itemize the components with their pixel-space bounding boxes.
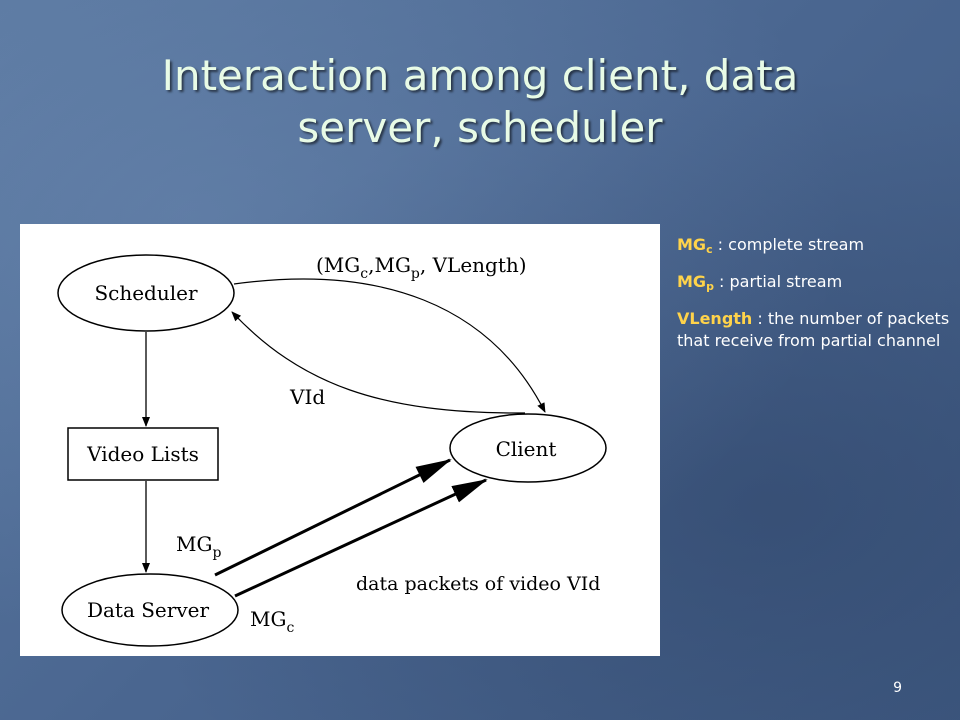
legend-key: MGc — [677, 235, 713, 256]
vid-label: VId — [289, 385, 325, 409]
video-lists-node — [67, 427, 219, 481]
scheduler-to-client-arrow — [233, 278, 546, 413]
legend: MGc : complete stream MGp : partial stre… — [677, 234, 959, 362]
legend-text: : the number of packets that receive fro… — [677, 309, 950, 350]
legend-key: MGp — [677, 272, 714, 293]
legend-key-base: MG — [677, 272, 707, 291]
legend-text: : partial stream — [713, 272, 843, 291]
mgp-label: MGp — [176, 532, 221, 561]
mgp-label-sub: p — [212, 545, 221, 561]
legend-text: : complete stream — [712, 235, 865, 254]
packets-label: data packets of video VId — [356, 573, 600, 595]
legend-key-base: MG — [677, 235, 707, 254]
legend-key-sub: p — [706, 280, 714, 293]
mgp-stream-arrow — [214, 458, 452, 577]
legend-item-mgc: MGc : complete stream — [677, 234, 959, 261]
legend-item-vlength: VLength : the number of packets that rec… — [677, 308, 959, 352]
scheduler-node — [57, 254, 235, 332]
scheduler-label: Scheduler — [94, 281, 198, 305]
client-label: Client — [496, 437, 557, 461]
legend-item-mgp: MGp : partial stream — [677, 271, 959, 298]
top-label-mid: ,MG — [368, 253, 411, 277]
legend-key-sub: c — [706, 243, 713, 256]
top-message-label: (MGc,MGp, VLength) — [316, 253, 527, 282]
diagram-svg: Scheduler Video Lists Data Server Client… — [57, 253, 607, 647]
top-label-close: , VLength) — [420, 253, 527, 277]
client-node — [449, 413, 607, 483]
data-server-label: Data Server — [87, 598, 210, 622]
data-server-node — [61, 573, 239, 647]
page-number: 9 — [893, 680, 902, 696]
interaction-diagram: Scheduler Video Lists Data Server Client… — [20, 224, 660, 656]
title-line-2: server, scheduler — [297, 103, 663, 152]
video-lists-label: Video Lists — [86, 442, 199, 466]
mgc-label-sub: c — [286, 620, 294, 636]
top-label-open: (MG — [316, 253, 360, 277]
mgc-label-base: MG — [250, 607, 286, 631]
title-line-1: Interaction among client, data — [161, 51, 799, 100]
mgp-label-base: MG — [176, 532, 212, 556]
mgc-stream-arrow — [234, 478, 488, 598]
mgc-label: MGc — [250, 607, 294, 636]
legend-key: VLength — [677, 309, 753, 328]
client-to-scheduler-arrow — [231, 311, 526, 414]
top-label-sub-p: p — [411, 266, 420, 282]
slide-title: Interaction among client, data server, s… — [60, 50, 900, 154]
top-label-sub-c: c — [360, 266, 368, 282]
